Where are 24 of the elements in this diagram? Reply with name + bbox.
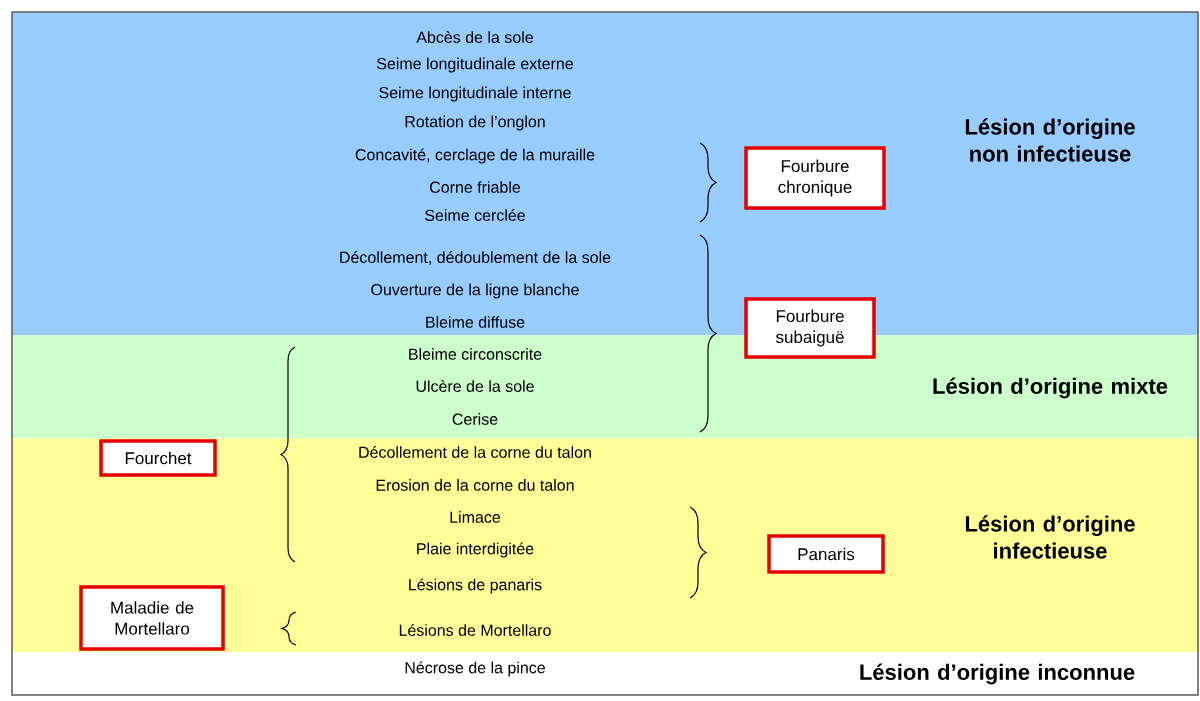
lesion-label: Corne friable: [430, 181, 521, 193]
lesion-label: Lésions de Mortellaro: [399, 624, 551, 636]
lesion-label: Concavité, cerclage de la muraille: [355, 148, 595, 164]
diagnosis-box: Fourchet: [99, 439, 217, 477]
lesion-label: Lésions de panaris: [409, 578, 542, 594]
lesion-label: Rotation de l’onglon: [405, 115, 545, 131]
diagnosis-box: Maladie de Mortellaro: [79, 585, 225, 651]
lesion-label: Nécrose de la pince: [405, 661, 545, 677]
diagnosis-box: Fourbure subaiguë: [744, 297, 876, 359]
lesion-label: Décollement, dédoublement de la sole: [340, 251, 611, 265]
lesion-label: Limace: [450, 511, 501, 523]
lesion-label: Ulcère de la sole: [416, 380, 534, 392]
lesion-label: Plaie interdigitée: [417, 542, 534, 558]
diagnosis-box: Fourbure chronique: [744, 146, 886, 210]
lesion-label: Bleime circonscrite: [409, 348, 542, 360]
lesion-label: Ouverture de la ligne blanche: [371, 283, 579, 299]
lesion-label: Abcès de la sole: [416, 31, 533, 43]
lesion-label: Cerise: [452, 413, 498, 425]
lesion-label: Erosion de la corne du talon: [376, 479, 574, 491]
diagnosis-box: Panaris: [767, 534, 885, 574]
node-label: Lésion d’origine inconnue: [860, 663, 1135, 685]
lesion-label: Seime cerclée: [425, 209, 525, 221]
lesion-label: Seime longitudinale interne: [379, 86, 571, 102]
lesion-label: Seime longitudinale externe: [377, 57, 573, 73]
